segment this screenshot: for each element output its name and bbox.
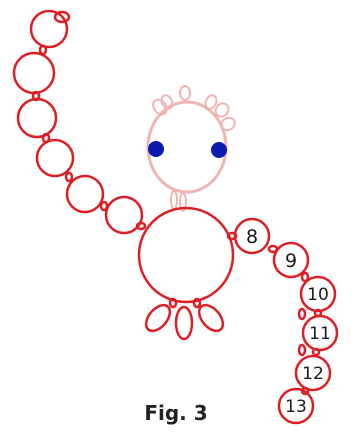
chain-link	[33, 92, 39, 100]
chain-circle	[31, 11, 67, 47]
foot-link	[170, 299, 176, 307]
chain-link	[101, 202, 107, 210]
node-label-8: 8	[246, 226, 258, 248]
chain-link	[43, 134, 49, 142]
chain-circle	[67, 176, 103, 212]
chain-link	[40, 46, 46, 54]
chain-link	[137, 223, 145, 229]
node-label-9: 9	[285, 250, 297, 272]
node-label-11: 11	[309, 324, 331, 344]
chain-link	[66, 173, 72, 181]
right-arm-chain: 8 9 10 11 12 13	[228, 219, 337, 423]
node-label-13: 13	[285, 397, 307, 417]
neck-link	[171, 191, 177, 209]
left-arm-chain	[14, 11, 145, 233]
node-label-12: 12	[302, 364, 324, 384]
head-group	[148, 86, 237, 211]
head-petal	[180, 86, 190, 100]
chain-circle	[37, 140, 73, 176]
foot-link	[194, 299, 200, 307]
right-eye-icon	[211, 142, 227, 158]
left-eye-icon	[148, 141, 164, 157]
body-circle	[139, 208, 233, 302]
figure-caption: Fig. 3	[144, 401, 207, 425]
chain-link	[299, 345, 305, 355]
chain-circle	[14, 53, 54, 93]
foot-petal	[176, 307, 192, 339]
body-group	[139, 208, 233, 339]
node-label-10: 10	[307, 285, 329, 305]
chain-circle	[18, 99, 56, 137]
chain-link	[313, 349, 319, 355]
chain-link	[299, 309, 305, 319]
